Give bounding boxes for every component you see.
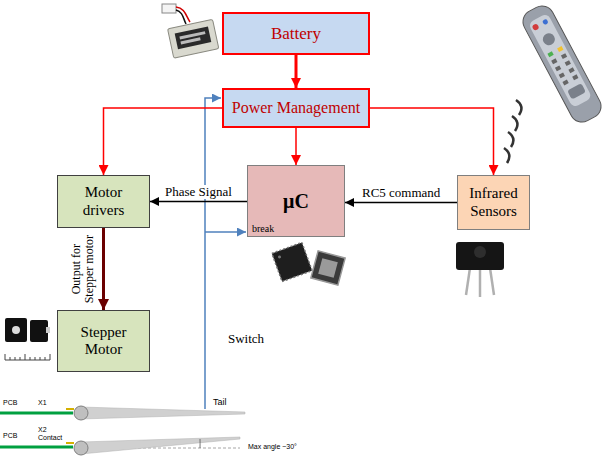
contact-pad: [66, 408, 74, 410]
remote-button: [547, 51, 553, 57]
node-title: Motor drivers: [66, 184, 141, 219]
wave-arc: [512, 116, 517, 131]
edge-label: Output for Stepper motor: [70, 229, 96, 309]
remote-control: [519, 2, 605, 127]
infrared-waves: [504, 100, 521, 163]
remote-button: [568, 67, 574, 73]
battery-label: [179, 31, 205, 39]
node-title: Power Management: [232, 99, 360, 117]
remote-button: [541, 31, 557, 47]
contact-name: X1: [38, 399, 47, 407]
node-title: μC: [283, 190, 309, 213]
wave-arc: [508, 132, 513, 147]
node-title: Infrared Sensors: [464, 185, 523, 220]
switch-tail: [81, 407, 245, 419]
signal-arrow: [150, 201, 247, 203]
signal-arrow: [345, 202, 457, 204]
motor-shaft: [46, 327, 50, 333]
remote-button: [572, 74, 578, 80]
node-title: Stepper Motor: [66, 324, 141, 359]
stepper-motor-box: Stepper Motor: [57, 310, 150, 372]
chip-body: [272, 242, 312, 281]
battery-connector: [162, 4, 176, 13]
node-note: break: [252, 223, 274, 235]
switch-pivot: [74, 406, 88, 420]
remote-button: [567, 83, 586, 99]
remote-button: [561, 53, 567, 59]
motor-shaft: [12, 326, 20, 334]
remote-button: [555, 65, 561, 71]
battery-label: [175, 26, 212, 49]
power-arrow: [295, 55, 298, 88]
remote-button: [557, 46, 563, 52]
switch-tail: [81, 437, 240, 454]
chip-body: [311, 251, 345, 285]
remote-button: [562, 80, 568, 86]
power-arrow: [370, 108, 494, 175]
stepper-photo: [5, 318, 50, 360]
sensor-pin: [479, 268, 482, 297]
motor-output-arrow: [102, 228, 105, 310]
pcb-line: [0, 446, 73, 449]
microcontroller-box: μC break: [247, 165, 345, 237]
chip-photo: [272, 242, 345, 285]
ruler-line: [5, 360, 50, 361]
contact-pad: [66, 442, 74, 444]
remote-button: [565, 60, 571, 66]
edge-label: RC5 command: [360, 186, 442, 200]
sensor-pin: [466, 268, 470, 295]
wave-arc: [504, 148, 509, 163]
ir-sensor-photo: [456, 242, 504, 297]
sensor-lens: [474, 246, 486, 258]
power-arrow: [295, 128, 297, 165]
battery-wire: [176, 7, 190, 22]
switch-illustration: [0, 406, 245, 455]
pcb-label: PCB: [3, 399, 17, 407]
angle-arc: [200, 439, 201, 448]
ruler-ticks: [5, 354, 50, 360]
sensor-pin: [490, 268, 494, 295]
remote-button: [542, 19, 549, 26]
remote-button: [551, 58, 557, 64]
remote-panel: [528, 13, 592, 108]
node-title: Battery: [271, 24, 321, 44]
power-management-box: Power Management: [222, 88, 370, 128]
power-arrow: [104, 108, 223, 175]
remote-button: [532, 23, 540, 31]
switch-label: Switch: [228, 332, 264, 346]
battery-photo: [162, 4, 219, 58]
edge-label: Phase Signal: [163, 185, 234, 199]
switch-wire: [205, 98, 221, 409]
battery-box: Battery: [222, 12, 370, 55]
contact-label: Contact: [38, 434, 62, 442]
pcb-label: PCB: [3, 432, 17, 440]
remote-body: [519, 2, 605, 127]
battery-label: [180, 37, 200, 44]
angle-label: Max angle ~30°: [248, 443, 297, 451]
remote-button: [559, 72, 565, 78]
wave-arc: [516, 100, 521, 115]
chip-dot: [278, 255, 282, 259]
sensor-body: [456, 242, 504, 270]
switch-wire: [205, 231, 246, 233]
contact-name: X2: [38, 426, 47, 434]
battery-wire: [176, 10, 186, 24]
motor-driver-box: Motor drivers: [57, 175, 150, 228]
pcb-line: [0, 412, 73, 415]
tail-label: Tail: [213, 398, 227, 408]
chip-pad: [318, 258, 338, 278]
infrared-sensor-box: Infrared Sensors: [457, 175, 530, 230]
motor-body: [30, 320, 48, 342]
motor-body: [5, 318, 27, 342]
switch-pivot: [74, 441, 88, 455]
battery-cell: [168, 19, 219, 58]
